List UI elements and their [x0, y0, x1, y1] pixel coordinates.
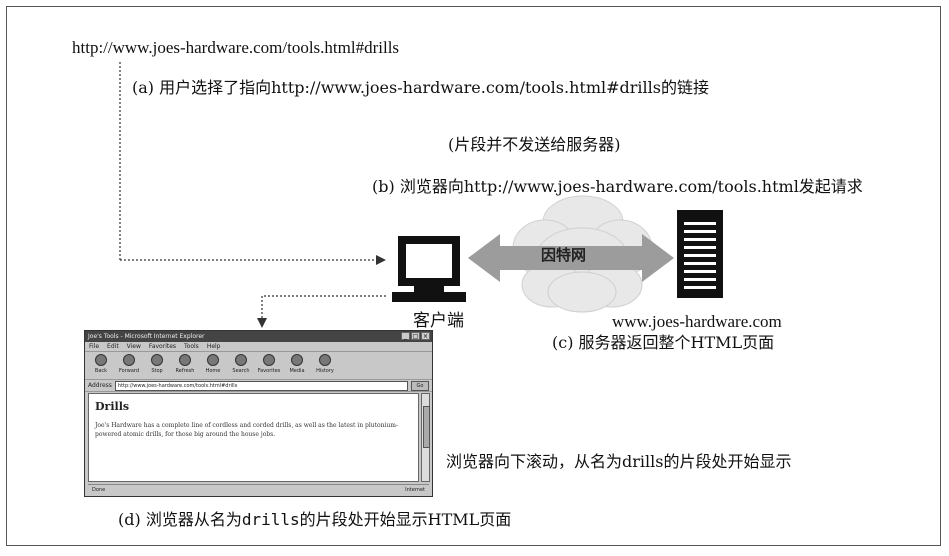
server-label: www.joes-hardware.com: [612, 312, 782, 331]
client-computer-icon: [392, 236, 466, 302]
step-d-text: (d) 浏览器从名为drills的片段处开始显示HTML页面: [118, 510, 512, 529]
scrollbar: [421, 393, 430, 482]
refresh-icon: [179, 354, 191, 366]
page-body-text: Joe's Hardware has a complete line of co…: [95, 422, 399, 438]
client-label: 客户端: [413, 311, 464, 331]
forward-button: Forward: [117, 354, 141, 377]
back-icon: [95, 354, 107, 366]
step-d-suffix: 的片段处开始显示HTML页面: [299, 510, 512, 529]
server-icon: [677, 210, 723, 298]
step-a-text: (a) 用户选择了指向http://www.joes-hardware.com/…: [132, 78, 709, 97]
browser-title-bar: Joe's Tools - Microsoft Internet Explore…: [85, 331, 432, 342]
minimize-icon: _: [401, 332, 410, 340]
media-icon: [291, 354, 303, 366]
step-d-prefix: (d) 浏览器从名为: [118, 510, 242, 529]
menu-favorites: Favorites: [148, 343, 177, 350]
history-icon: [319, 354, 331, 366]
refresh-button: Refresh: [173, 354, 197, 377]
search-icon: [235, 354, 247, 366]
link-click-arrow: [119, 62, 378, 261]
favorites-button: Favorites: [257, 354, 281, 377]
fragment-note: (片段并不发送给服务器): [448, 135, 621, 154]
address-field: http://www.joes-hardware.com/tools.html#…: [114, 380, 408, 391]
page-heading: Drills: [95, 400, 130, 413]
status-left: Done: [92, 486, 106, 493]
status-bar: Done Internet: [88, 484, 429, 494]
menu-help: Help: [206, 343, 221, 350]
browser-content: Drills Joe's Hardware has a complete lin…: [88, 393, 419, 482]
address-label: Address: [88, 382, 112, 389]
menu-tools: Tools: [184, 343, 199, 350]
browser-menu-bar: File Edit View Favorites Tools Help: [85, 342, 432, 352]
home-button: Home: [201, 354, 225, 377]
figure-frame: [6, 6, 941, 546]
maximize-icon: □: [411, 332, 420, 340]
scrollbar-thumb: [423, 406, 430, 448]
internet-double-arrow: [468, 234, 674, 282]
menu-edit: Edit: [107, 343, 119, 350]
step-b-text: (b) 浏览器向http://www.joes-hardware.com/too…: [372, 177, 863, 196]
arrowhead-to-browser: [257, 318, 267, 328]
top-url: http://www.joes-hardware.com/tools.html#…: [72, 38, 400, 57]
forward-icon: [123, 354, 135, 366]
home-icon: [207, 354, 219, 366]
address-bar: Address http://www.joes-hardware.com/too…: [85, 380, 432, 392]
arrowhead-to-client: [376, 255, 386, 265]
step-d-fragment: drills: [241, 510, 300, 529]
media-button: Media: [285, 354, 309, 377]
search-button: Search: [229, 354, 253, 377]
browser-title: Joe's Tools - Microsoft Internet Explore…: [88, 333, 205, 340]
step-c-text: (c) 服务器返回整个HTML页面: [552, 333, 775, 352]
stop-button: Stop: [145, 354, 169, 377]
scroll-display-arrow: [261, 295, 386, 318]
browser-window-illustration: Joe's Tools - Microsoft Internet Explore…: [84, 330, 433, 497]
scroll-note: 浏览器向下滚动，从名为drills的片段处开始显示: [446, 452, 792, 471]
close-icon: ×: [421, 332, 430, 340]
status-right: Internet: [405, 486, 425, 493]
stop-icon: [151, 354, 163, 366]
menu-file: File: [89, 343, 100, 350]
history-button: History: [313, 354, 337, 377]
star-icon: [263, 354, 275, 366]
go-button: Go: [411, 380, 429, 391]
browser-toolbar: Back Forward Stop Refresh Home Search Fa…: [85, 352, 432, 380]
back-button: Back: [89, 354, 113, 377]
menu-view: View: [126, 343, 141, 350]
internet-label: 因特网: [541, 246, 587, 264]
